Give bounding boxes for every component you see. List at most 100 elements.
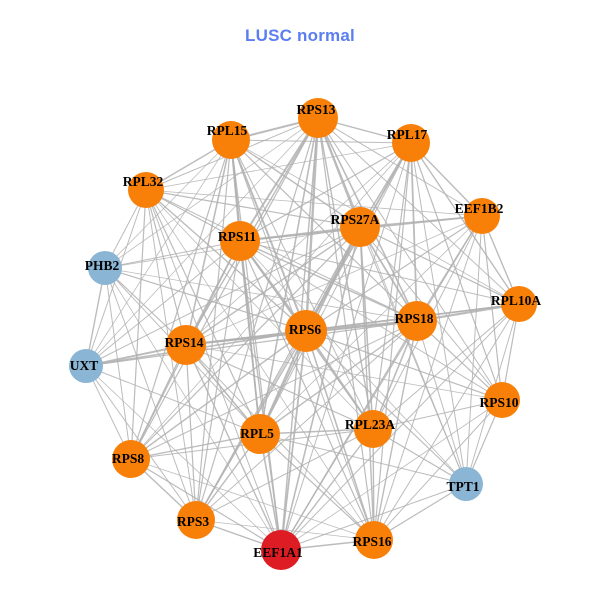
- graph-edge: [280, 330, 307, 551]
- graph-node-rps18[interactable]: [397, 301, 437, 341]
- graph-edge: [372, 142, 412, 430]
- graph-node-eef1a1[interactable]: [261, 530, 301, 570]
- graph-edge: [280, 226, 361, 551]
- graph-edge: [280, 428, 374, 551]
- graph-edge: [239, 117, 319, 242]
- graph-edge: [359, 226, 467, 485]
- graph-edge: [104, 267, 282, 551]
- graph-edge: [85, 365, 261, 435]
- graph-edge: [239, 240, 418, 322]
- graph-edge: [280, 303, 520, 551]
- graph-node-rpl5[interactable]: [240, 414, 280, 454]
- graph-edge: [195, 519, 375, 541]
- graph-node-rps3[interactable]: [177, 501, 215, 539]
- graph-edge: [185, 142, 412, 346]
- graph-edge: [372, 399, 503, 430]
- graph-edge: [259, 433, 467, 485]
- graph-edge: [85, 139, 232, 367]
- graph-edge: [304, 117, 320, 332]
- page-title: LUSC normal: [245, 26, 355, 45]
- graph-edge: [185, 344, 374, 430]
- graph-edge: [305, 330, 503, 401]
- graph-edge: [280, 142, 412, 551]
- graph-edge: [230, 139, 361, 228]
- graph-node-uxt[interactable]: [69, 349, 103, 383]
- graph-edge: [85, 320, 418, 367]
- graph-edge: [85, 240, 241, 367]
- graph-edge: [373, 142, 412, 541]
- graph-node-rps11[interactable]: [220, 221, 260, 261]
- graph-edge: [145, 189, 361, 228]
- graph-edge: [185, 344, 197, 521]
- graph-edge: [230, 139, 412, 144]
- graph-edge: [373, 303, 520, 541]
- graph-edge: [280, 483, 467, 551]
- graph-edge: [130, 226, 361, 460]
- graph-edge: [317, 117, 374, 430]
- graph-edge: [130, 433, 261, 460]
- graph-edge: [259, 433, 375, 541]
- graph-edge: [185, 344, 375, 541]
- graph-edge: [195, 428, 374, 521]
- graph-edge: [195, 320, 418, 521]
- graph-edge: [259, 142, 412, 435]
- graph-node-phb2[interactable]: [88, 251, 122, 285]
- graph-edge: [373, 215, 483, 541]
- graph-edge: [359, 226, 375, 541]
- graph-edge: [145, 189, 307, 332]
- graph-edge: [239, 240, 375, 541]
- graph-edge: [104, 267, 197, 521]
- graph-edge: [259, 117, 319, 435]
- graph-edge: [104, 240, 241, 269]
- graph-node-rpl23a[interactable]: [354, 410, 392, 448]
- graph-edge: [195, 226, 361, 521]
- graph-node-rpl10a[interactable]: [501, 286, 537, 322]
- graph-edge: [372, 303, 520, 430]
- graph-edge: [130, 139, 232, 460]
- graph-edge: [416, 320, 467, 485]
- graph-edge: [130, 458, 375, 541]
- graph-node-tpt1[interactable]: [449, 467, 483, 501]
- graph-edge: [239, 240, 520, 305]
- graph-edge: [195, 240, 241, 521]
- graph-edge: [85, 365, 282, 551]
- graph-edge: [230, 139, 307, 332]
- graph-node-rps14[interactable]: [166, 325, 206, 365]
- graph-edge: [239, 240, 282, 551]
- graph-edge: [373, 320, 418, 541]
- graph-node-rpl15[interactable]: [212, 121, 250, 159]
- graph-edge: [239, 226, 361, 242]
- graph-edge: [239, 240, 503, 401]
- graph-edge: [185, 344, 503, 401]
- graph-edge: [145, 189, 418, 322]
- graph-node-rps8[interactable]: [112, 440, 150, 478]
- graph-node-rpl17[interactable]: [392, 124, 430, 162]
- graph-node-rps16[interactable]: [355, 521, 393, 559]
- graph-edge: [230, 139, 374, 430]
- graph-node-rps13[interactable]: [298, 98, 338, 138]
- graph-edge: [410, 142, 418, 322]
- graph-edge: [280, 399, 503, 551]
- graph-edge: [130, 189, 147, 460]
- graph-edge: [130, 330, 307, 460]
- graph-edge: [145, 189, 483, 217]
- graph-node-rps27a[interactable]: [340, 207, 380, 247]
- graph-edge: [130, 320, 418, 460]
- graph-edge: [145, 189, 374, 430]
- graph-edge: [145, 142, 412, 191]
- graph-edge: [305, 330, 467, 485]
- graph-edge: [104, 117, 319, 269]
- graph-node-rpl32[interactable]: [128, 172, 164, 208]
- graph-edge: [373, 399, 503, 541]
- graph-node-eef1b2[interactable]: [464, 198, 500, 234]
- graph-edge: [130, 344, 187, 460]
- graph-edge: [85, 117, 319, 367]
- graph-edge: [239, 142, 412, 242]
- graph-node-rps6[interactable]: [285, 310, 327, 352]
- graph-edge: [185, 139, 232, 346]
- graph-node-rps10[interactable]: [484, 382, 520, 418]
- graph-edge: [359, 226, 520, 305]
- graph-edge: [305, 215, 483, 332]
